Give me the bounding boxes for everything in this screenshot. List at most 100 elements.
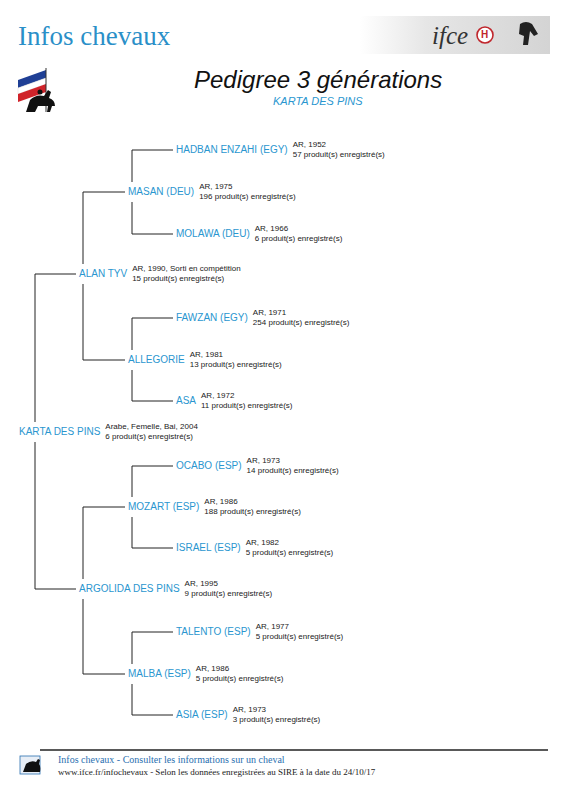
pedigree-line (132, 517, 173, 548)
pedigree-line (83, 192, 125, 264)
horse-info: AR, 1975196 produit(s) enregistré(s) (199, 182, 295, 202)
horse-info: Arabe, Femelle, Bai, 20046 produit(s) en… (105, 422, 198, 442)
info-line: AR, 1982 (246, 538, 334, 548)
info-line: 5 produit(s) enregistré(s) (256, 632, 344, 642)
horse-info: AR, 1986188 produit(s) enregistré(s) (204, 497, 300, 517)
horse-info: AR, 19733 produit(s) enregistré(s) (233, 705, 321, 725)
info-line: AR, 1972 (201, 391, 292, 401)
info-line: AR, 1975 (199, 182, 295, 192)
info-line: AR, 1981 (190, 350, 282, 360)
horse-name: HADBAN ENZAHI (EGY) (175, 144, 289, 156)
info-line: AR, 1986 (196, 664, 284, 674)
pedigree-entry: ASIA (ESP) AR, 19733 produit(s) enregistr… (175, 705, 320, 725)
horse-name: ISRAEL (ESP) (175, 542, 242, 554)
logo-letter: H (481, 29, 488, 41)
pedigree-line (132, 202, 173, 234)
horse-info: AR, 19959 produit(s) enregistré(s) (185, 579, 273, 599)
horse-name: KARTA DES PINS (18, 426, 101, 438)
pedigree-entry: MOLAWA (DEU) AR, 19666 produit(s) enregis… (175, 224, 342, 244)
info-line: 196 produit(s) enregistré(s) (199, 192, 295, 202)
pedigree-entry: KARTA DES PINS Arabe, Femelle, Bai, 20046… (18, 422, 198, 442)
pedigree-line (35, 442, 76, 589)
info-line: 3 produit(s) enregistré(s) (233, 715, 321, 725)
horse-name: MALBA (ESP) (127, 668, 192, 680)
horse-name: ARGOLIDA DES PINS (78, 583, 181, 595)
pedigree-line (83, 507, 125, 579)
pedigree-line (83, 599, 125, 674)
info-line: 15 produit(s) enregistré(s) (132, 274, 241, 284)
horse-info: AR, 19865 produit(s) enregistré(s) (196, 664, 284, 684)
info-line: Arabe, Femelle, Bai, 2004 (105, 422, 198, 432)
info-line: AR, 1995 (185, 579, 273, 589)
horse-info: AR, 197211 produit(s) enregistré(s) (201, 391, 292, 411)
footer-icon (20, 756, 40, 774)
horse-info: AR, 195257 produit(s) enregistré(s) (293, 140, 385, 160)
pedigree-entry: ALLEGORIE AR, 198113 produit(s) enregistr… (127, 350, 282, 370)
logo-horse (519, 22, 538, 45)
info-line: 57 produit(s) enregistré(s) (293, 150, 385, 160)
rider-icon (18, 68, 55, 112)
horse-name: TALENTO (ESP) (175, 626, 252, 638)
pedigree-entry: ASA AR, 197211 produit(s) enregistré(s) (175, 391, 292, 411)
info-line: 11 produit(s) enregistré(s) (201, 401, 292, 411)
info-line: 254 produit(s) enregistré(s) (253, 318, 349, 328)
info-line: 188 produit(s) enregistré(s) (204, 507, 300, 517)
info-line: AR, 1973 (247, 456, 339, 466)
horse-name: ALAN TYV (78, 268, 128, 280)
pedigree-entry: HADBAN ENZAHI (EGY) AR, 195257 produit(s)… (175, 140, 385, 160)
horse-info: AR, 1971254 produit(s) enregistré(s) (253, 308, 349, 328)
info-line: AR, 1973 (233, 705, 321, 715)
footer-line: www.ifce.fr/infochevaux - Selon les donn… (58, 767, 375, 778)
info-line: AR, 1971 (253, 308, 349, 318)
site-header: Infos chevaux (18, 20, 170, 52)
horse-name: OCABO (ESP) (175, 460, 243, 472)
horse-info: AR, 19666 produit(s) enregistré(s) (255, 224, 343, 244)
header-band (360, 16, 550, 54)
pedigree-line (83, 284, 125, 360)
horse-name: MASAN (DEU) (127, 186, 195, 198)
info-line: AR, 1990, Sorti en compétition (132, 264, 241, 274)
pedigree-entry: FAWZAN (EGY) AR, 1971254 produit(s) enreg… (175, 308, 349, 328)
info-line: AR, 1952 (293, 140, 385, 150)
pedigree-entry: MOZART (ESP) AR, 1986188 produit(s) enreg… (127, 497, 301, 517)
page-title: Pedigree 3 générations (194, 66, 442, 94)
horse-name: ASA (175, 395, 197, 407)
info-line: AR, 1986 (204, 497, 300, 507)
horse-info: AR, 197314 produit(s) enregistré(s) (247, 456, 339, 476)
pedigree-entry: ALAN TYV AR, 1990, Sorti en compétition15… (78, 264, 241, 284)
logo-ring (477, 27, 493, 43)
pedigree-line (35, 274, 76, 422)
info-line: AR, 1977 (256, 622, 344, 632)
pedigree-entry: MASAN (DEU) AR, 1975196 produit(s) enregi… (127, 182, 296, 202)
horse-name: FAWZAN (EGY) (175, 312, 249, 324)
pedigree-line (132, 150, 173, 182)
horse-info: AR, 19775 produit(s) enregistré(s) (256, 622, 344, 642)
pedigree-entry: OCABO (ESP) AR, 197314 produit(s) enregis… (175, 456, 339, 476)
horse-info: AR, 198113 produit(s) enregistré(s) (190, 350, 282, 370)
pedigree-entry: ISRAEL (ESP) AR, 19825 produit(s) enregis… (175, 538, 333, 558)
info-line: 6 produit(s) enregistré(s) (255, 234, 343, 244)
horse-name: MOZART (ESP) (127, 501, 200, 513)
horse-name: ALLEGORIE (127, 354, 186, 366)
info-line: AR, 1966 (255, 224, 343, 234)
horse-info: AR, 1990, Sorti en compétition15 produit… (132, 264, 241, 284)
pedigree-line (132, 466, 173, 497)
pedigree-line (132, 370, 173, 401)
footer-rule (40, 749, 548, 751)
horse-name: MOLAWA (DEU) (175, 228, 251, 240)
info-line: 5 produit(s) enregistré(s) (196, 674, 284, 684)
info-line: 14 produit(s) enregistré(s) (247, 466, 339, 476)
pedigree-line (132, 318, 173, 350)
info-line: 13 produit(s) enregistré(s) (190, 360, 282, 370)
pedigree-entry: MALBA (ESP) AR, 19865 produit(s) enregist… (127, 664, 283, 684)
pedigree-line (132, 632, 173, 664)
horse-info: AR, 19825 produit(s) enregistré(s) (246, 538, 334, 558)
info-line: 5 produit(s) enregistré(s) (246, 548, 334, 558)
logo-text: ifce (432, 21, 468, 51)
horse-name: ASIA (ESP) (175, 709, 229, 721)
pedigree-line (132, 684, 173, 715)
info-line: 9 produit(s) enregistré(s) (185, 589, 273, 599)
pedigree-entry: TALENTO (ESP) AR, 19775 produit(s) enregi… (175, 622, 343, 642)
page-subtitle: KARTA DES PINS (273, 95, 363, 108)
info-line: 6 produit(s) enregistré(s) (105, 432, 198, 442)
